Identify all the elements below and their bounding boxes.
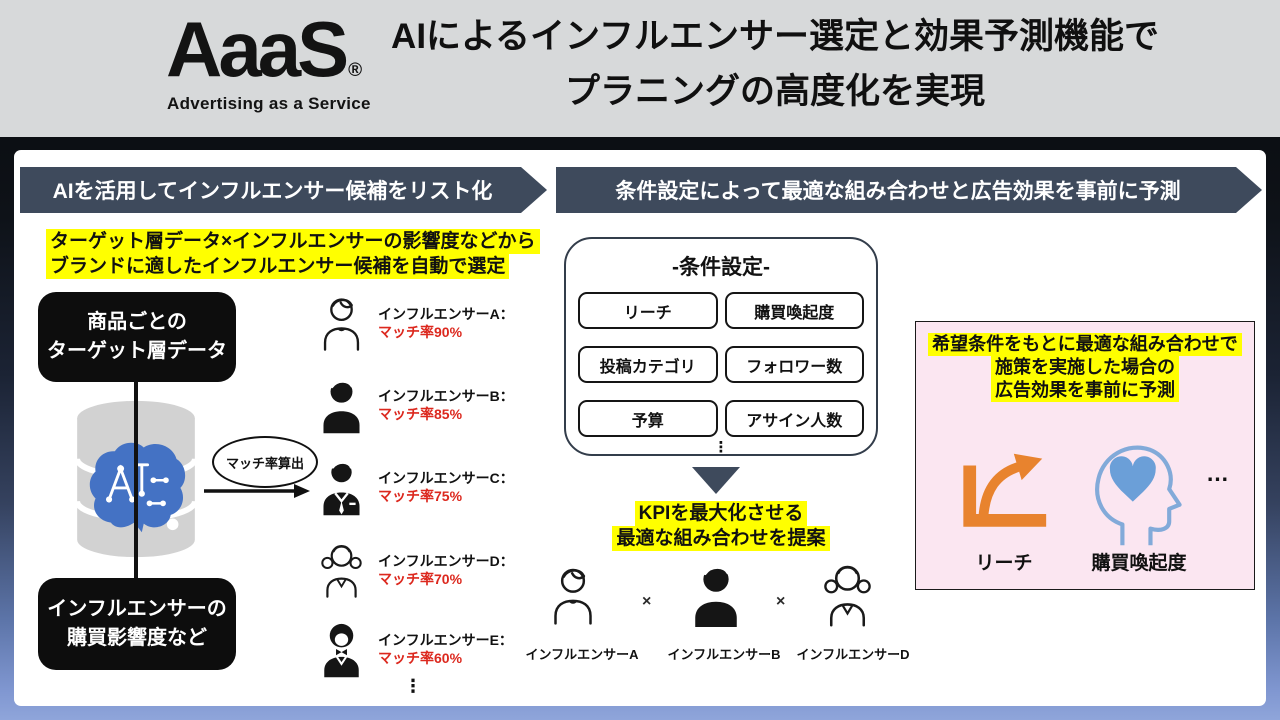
- businessman-icon: [318, 458, 365, 516]
- influence-box-line2: 購買影響度など: [67, 627, 207, 649]
- flow-arrow-right-icon: [204, 483, 310, 499]
- prediction-box: 希望条件をもとに最適な組み合わせで 施策を実施した場合の 広告効果を事前に予測 …: [915, 321, 1255, 590]
- registered-mark: ®: [348, 60, 363, 81]
- header: AaaS ® Advertising as a Service AIによるインフ…: [0, 0, 1280, 137]
- influencer-influence-box: インフルエンサーの 購買影響度など: [38, 578, 236, 670]
- match-calc-bubble: マッチ率算出: [212, 436, 318, 488]
- aaas-logo: AaaS ®: [166, 6, 362, 92]
- head-heart-icon: [1086, 424, 1190, 548]
- influencer-name: インフルエンサーE：: [378, 632, 513, 648]
- woman-filled-icon: [318, 620, 365, 678]
- prediction-line1: 希望条件をもとに最適な組み合わせで: [928, 333, 1242, 356]
- combo-label-a: インフルエンサーA: [525, 647, 639, 662]
- influencer-list-item-d: インフルエンサーD： マッチ率70%: [318, 541, 514, 599]
- kpi-highlight-text: KPIを最大化させる 最適な組み合わせを提案: [564, 501, 878, 551]
- man-filled-icon: [685, 562, 747, 627]
- man-outline-icon: [548, 564, 598, 626]
- man-filled-icon: [318, 376, 365, 434]
- influencer-list-item-a: インフルエンサーA： マッチ率90%: [318, 294, 514, 352]
- left-highlight-line1: ターゲット層データ×インフルエンサーの影響度などから: [46, 229, 540, 254]
- influencer-match-rate: マッチ率60%: [378, 650, 463, 666]
- influencer-list-item-b: インフルエンサーB： マッチ率85%: [318, 376, 514, 434]
- influencer-match-rate: マッチ率90%: [378, 324, 463, 340]
- condition-chip-purchase: 購買喚起度: [724, 292, 864, 329]
- condition-chip-assignees: アサイン人数: [724, 400, 864, 437]
- influencer-match-rate: マッチ率70%: [378, 571, 463, 587]
- influencer-match-rate: マッチ率75%: [378, 488, 463, 504]
- prediction-more-ellipsis: …: [1206, 460, 1230, 486]
- influencer-match-rate: マッチ率85%: [378, 406, 463, 422]
- product-box-line2: ターゲット層データ: [47, 340, 227, 362]
- growth-chart-icon: [956, 439, 1054, 539]
- prediction-highlight-text: 希望条件をもとに最適な組み合わせで 施策を実施した場合の 広告効果を事前に予測: [916, 333, 1254, 402]
- prediction-line3: 広告効果を事前に予測: [991, 379, 1179, 402]
- right-section-banner: 条件設定によって最適な組み合わせと広告効果を事前に予測: [556, 167, 1262, 213]
- influencer-name: インフルエンサーB：: [378, 388, 514, 404]
- page-title-line1: AIによるインフルエンサー選定と効果予測機能で: [391, 17, 1159, 56]
- combo-label-b: インフルエンサーB: [667, 647, 781, 662]
- influencer-list-item-c: インフルエンサーC： マッチ率75%: [318, 458, 514, 516]
- condition-chip-reach: リーチ: [578, 292, 718, 329]
- influence-box-line1: インフルエンサーの: [47, 598, 227, 620]
- girl-pigtails-icon: [318, 541, 365, 599]
- logo-text: AaaS: [166, 5, 349, 93]
- kpi-line2: 最適な組み合わせを提案: [612, 526, 830, 551]
- reach-label: リーチ: [975, 553, 1033, 574]
- product-target-data-box: 商品ごとの ターゲット層データ: [38, 292, 236, 382]
- influencer-name: インフルエンサーC：: [378, 470, 514, 486]
- condition-chip-category: 投稿カテゴリ: [578, 346, 718, 383]
- condition-more-ellipsis: ⋮: [713, 439, 729, 456]
- condition-chip-followers: フォロワー数: [724, 346, 864, 383]
- page-title: AIによるインフルエンサー選定と効果予測機能で プラニングの高度化を実現: [380, 9, 1170, 119]
- girl-pigtails-icon: [818, 562, 877, 627]
- influencer-name: インフルエンサーD：: [378, 553, 514, 569]
- connector-line: [134, 380, 138, 580]
- page-title-line2: プラニングの高度化を実現: [564, 72, 985, 111]
- condition-grid: リーチ 購買喚起度 投稿カテゴリ フォロワー数 予算 アサイン人数: [578, 292, 864, 437]
- condition-setting-panel: -条件設定- リーチ 購買喚起度 投稿カテゴリ フォロワー数 予算 アサイン人数…: [564, 237, 878, 456]
- influencer-name: インフルエンサーA：: [378, 306, 514, 322]
- purchase-label: 購買喚起度: [1091, 553, 1187, 574]
- logo-tagline: Advertising as a Service: [167, 94, 371, 113]
- list-more-ellipsis: ⋮: [404, 676, 422, 696]
- left-highlight-line2: ブランドに適したインフルエンサー候補を自動で選定: [46, 254, 510, 279]
- condition-panel-title: -条件設定-: [672, 256, 770, 279]
- influencer-list-item-e: インフルエンサーE： マッチ率60%: [318, 620, 513, 678]
- man-outline-icon: [318, 294, 365, 352]
- condition-chip-budget: 予算: [578, 400, 718, 437]
- prediction-line2: 施策を実施した場合の: [991, 356, 1179, 379]
- times-symbol: ×: [642, 593, 652, 610]
- combo-label-d: インフルエンサーD: [796, 647, 910, 662]
- kpi-line1: KPIを最大化させる: [634, 501, 808, 526]
- left-section-banner: AIを活用してインフルエンサー候補をリスト化: [20, 167, 547, 213]
- left-highlight-text: ターゲット層データ×インフルエンサーの影響度などから ブランドに適したインフルエ…: [46, 229, 540, 279]
- product-box-line1: 商品ごとの: [87, 311, 187, 333]
- times-symbol: ×: [776, 593, 786, 610]
